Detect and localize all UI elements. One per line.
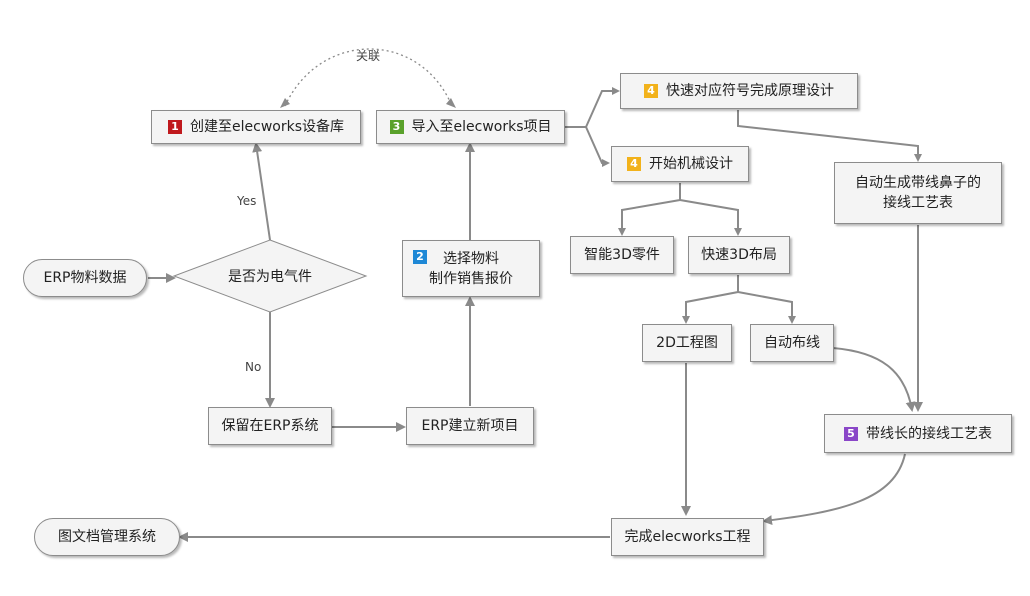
step-4-badge-schematic: 4 <box>644 84 658 98</box>
mechanical-design-label: 开始机械设计 <box>649 156 733 172</box>
decision-label: 是否为电气件 <box>228 269 312 285</box>
relation-arrow-left <box>280 98 290 108</box>
mechanical-design-node[interactable]: 4 开始机械设计 <box>611 146 749 182</box>
step-5-badge: 5 <box>844 426 858 441</box>
doc-management-label: 图文档管理系统 <box>58 529 156 545</box>
connector-import-to-schematic <box>565 87 620 128</box>
connector-wiring-to-length <box>832 347 916 412</box>
select-material-node[interactable]: 2 选择物料 制作销售报价 <box>402 240 540 297</box>
keep-erp-node[interactable]: 保留在ERP系统 <box>208 407 332 445</box>
erp-data-node[interactable]: ERP物料数据 <box>23 259 147 297</box>
step-4-badge-mechanical: 4 <box>627 157 641 171</box>
relation-label: 关联 <box>356 49 381 63</box>
select-material-line2: 制作销售报价 <box>429 270 513 287</box>
connector-length-to-finish <box>762 453 906 526</box>
drawing-2d-node[interactable]: 2D工程图 <box>642 324 732 362</box>
step-3-badge: 3 <box>389 120 404 134</box>
erp-new-project-node[interactable]: ERP建立新项目 <box>406 407 534 445</box>
step-2-badge: 2 <box>413 250 427 264</box>
connector-layout-to-wiring <box>737 291 796 324</box>
relation-curve <box>284 48 453 107</box>
doc-management-node[interactable]: 图文档管理系统 <box>34 518 180 556</box>
connector-schematic-to-table <box>737 110 922 162</box>
connector-mech-to-parts <box>618 183 681 236</box>
quick-3d-layout-node[interactable]: 快速3D布局 <box>688 236 790 274</box>
create-library-label: 创建至elecworks设备库 <box>190 119 344 135</box>
auto-wire-table-line1: 自动生成带线鼻子的 <box>855 175 981 191</box>
import-project-label: 导入至elecworks项目 <box>411 119 552 135</box>
no-label: No <box>245 360 262 374</box>
wire-length-table-node[interactable]: 5 带线长的接线工艺表 <box>824 414 1012 453</box>
erp-data-label: ERP物料数据 <box>43 270 127 286</box>
step-1-badge: 1 <box>168 120 182 134</box>
finish-project-label: 完成elecworks工程 <box>624 529 751 545</box>
finish-project-node[interactable]: 完成elecworks工程 <box>611 518 764 556</box>
connector-layout-to-2d <box>682 275 739 324</box>
schematic-design-label: 快速对应符号完成原理设计 <box>666 83 834 99</box>
keep-erp-label: 保留在ERP系统 <box>221 418 319 434</box>
smart-3d-parts-node[interactable]: 智能3D零件 <box>570 236 674 274</box>
connector-mech-to-layout <box>679 199 742 236</box>
drawing-2d-label: 2D工程图 <box>656 335 718 351</box>
erp-new-project-label: ERP建立新项目 <box>421 418 519 434</box>
connector-yes <box>252 142 271 241</box>
relation-arrow-right <box>446 98 456 108</box>
import-project-node[interactable]: 3 导入至elecworks项目 <box>376 110 565 144</box>
auto-wiring-label: 自动布线 <box>764 335 820 351</box>
select-material-line1: 选择物料 <box>443 250 499 267</box>
decision-diamond-shape <box>172 239 368 313</box>
quick-3d-layout-label: 快速3D布局 <box>701 247 777 263</box>
auto-wire-table-node[interactable]: 自动生成带线鼻子的 接线工艺表 <box>834 162 1002 224</box>
connector-import-to-mechanical <box>585 126 610 167</box>
auto-wire-table-line2: 接线工艺表 <box>883 195 953 211</box>
smart-3d-parts-label: 智能3D零件 <box>584 247 660 263</box>
wire-length-table-label: 带线长的接线工艺表 <box>866 425 992 442</box>
create-library-node[interactable]: 1 创建至elecworks设备库 <box>151 110 361 144</box>
auto-wiring-node[interactable]: 自动布线 <box>750 324 834 362</box>
yes-label: Yes <box>237 194 257 208</box>
schematic-design-node[interactable]: 4 快速对应符号完成原理设计 <box>620 73 858 109</box>
decision-node[interactable]: 是否为电气件 <box>174 240 366 312</box>
